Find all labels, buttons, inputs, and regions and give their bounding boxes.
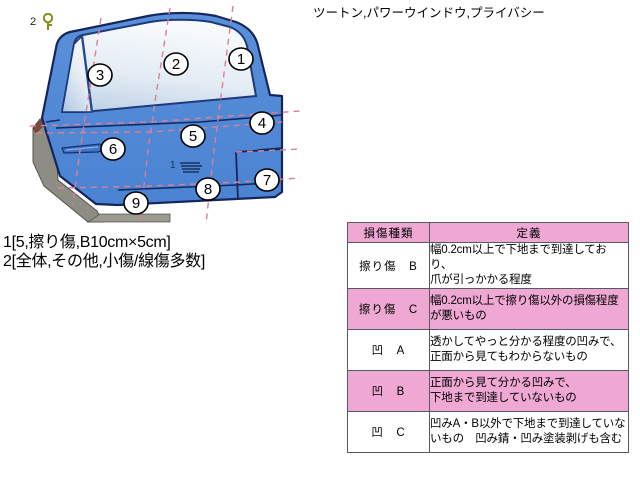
definition-line: 幅0.2cm以上で擦り傷以外の損傷程度: [430, 295, 619, 307]
damage-note-2: 2[全体,その他,小傷/線傷多数]: [3, 253, 206, 270]
row-definition: 透かしてやっと分かる程度の凹みで、 正面から見てもわからないもの: [429, 329, 629, 371]
door-window-glass: [60, 18, 258, 113]
svg-text:8: 8: [204, 181, 212, 198]
damage-marker-2-label: 2: [30, 16, 37, 28]
scratch-lines-icon: [178, 160, 204, 176]
zone-badge-1: 1: [228, 47, 254, 71]
table-row: 擦り傷 B 幅0.2cm以上で下地まで到達しており、 爪が引っかかる程度: [347, 242, 629, 289]
rear-door-damage-diagram: 1 2 3 4 5 6 7 8: [0, 0, 320, 235]
table-row: 凹 B 正面から見て分かる凹みで、 下地まで到達していないもの: [347, 370, 629, 412]
table-header-row: 損傷種類 定義: [347, 222, 629, 243]
definition-line: いもの 凹み錆・凹み塗装剥げも含む: [430, 433, 623, 445]
definition-line: 正面から見てもわからないもの: [430, 351, 588, 363]
zone-badge-3: 3: [87, 63, 113, 87]
vehicle-options-caption: ツートン,パワーウインドウ,プライバシー: [313, 6, 545, 20]
definition-line: 正面から見て分かる凹みで、: [430, 377, 577, 389]
damage-marker-1-label: 1: [170, 160, 176, 171]
definition-line: が悪いもの: [430, 310, 487, 322]
row-definition: 凹みA・B以外で下地まで到達していな いもの 凹み錆・凹み塗装剥げも含む: [429, 411, 629, 453]
definition-line: 凹みA・B以外で下地まで到達していな: [430, 418, 626, 430]
table-row: 凹 C 凹みA・B以外で下地まで到達していな いもの 凹み錆・凹み塗装剥げも含む: [347, 411, 629, 453]
zone-badge-5: 5: [180, 124, 206, 148]
definition-line: 爪が引っかかる程度: [430, 274, 532, 286]
svg-text:9: 9: [132, 195, 140, 212]
row-damage-type: 凹 B: [347, 370, 430, 412]
row-damage-type: 擦り傷 C: [347, 288, 430, 330]
header-damage-type: 損傷種類: [347, 222, 430, 243]
zone-badge-9: 9: [123, 191, 149, 215]
row-definition: 幅0.2cm以上で下地まで到達しており、 爪が引っかかる程度: [429, 242, 629, 289]
row-definition: 幅0.2cm以上で擦り傷以外の損傷程度 が悪いもの: [429, 288, 629, 330]
svg-text:6: 6: [109, 141, 117, 158]
row-damage-type: 凹 A: [347, 329, 430, 371]
row-definition: 正面から見て分かる凹みで、 下地まで到達していないもの: [429, 370, 629, 412]
row-damage-type: 擦り傷 B: [347, 242, 430, 289]
zone-badge-8: 8: [195, 177, 221, 201]
svg-text:4: 4: [258, 115, 266, 132]
table-row: 凹 A 透かしてやっと分かる程度の凹みで、 正面から見てもわからないもの: [347, 329, 629, 371]
svg-text:5: 5: [189, 128, 197, 145]
svg-text:1: 1: [237, 51, 245, 68]
damage-pin-icon: [41, 13, 55, 31]
damage-note-1: 1[5,擦り傷,B10cm×5cm]: [3, 234, 171, 251]
svg-text:2: 2: [172, 56, 180, 73]
header-definition: 定義: [429, 222, 629, 243]
zone-badge-2: 2: [163, 52, 189, 76]
svg-text:7: 7: [263, 172, 271, 189]
definition-line: 透かしてやっと分かる程度の凹みで、: [430, 336, 622, 348]
row-damage-type: 凹 C: [347, 411, 430, 453]
zone-badge-4: 4: [249, 111, 275, 135]
svg-text:3: 3: [96, 67, 104, 84]
zone-badge-6: 6: [100, 137, 126, 161]
damage-marker-1: 1: [170, 158, 206, 180]
zone-badge-7: 7: [254, 168, 280, 192]
damage-definition-table: 損傷種類 定義 擦り傷 B 幅0.2cm以上で下地まで到達しており、 爪が引っか…: [347, 222, 629, 453]
definition-line: 幅0.2cm以上で下地まで到達しており、: [430, 244, 607, 271]
table-row: 擦り傷 C 幅0.2cm以上で擦り傷以外の損傷程度 が悪いもの: [347, 288, 629, 330]
definition-line: 下地まで到達していないもの: [430, 392, 577, 404]
damage-notes-list: 1[5,擦り傷,B10cm×5cm] 2[全体,その他,小傷/線傷多数]: [3, 233, 205, 271]
damage-marker-2: 2: [30, 12, 60, 36]
